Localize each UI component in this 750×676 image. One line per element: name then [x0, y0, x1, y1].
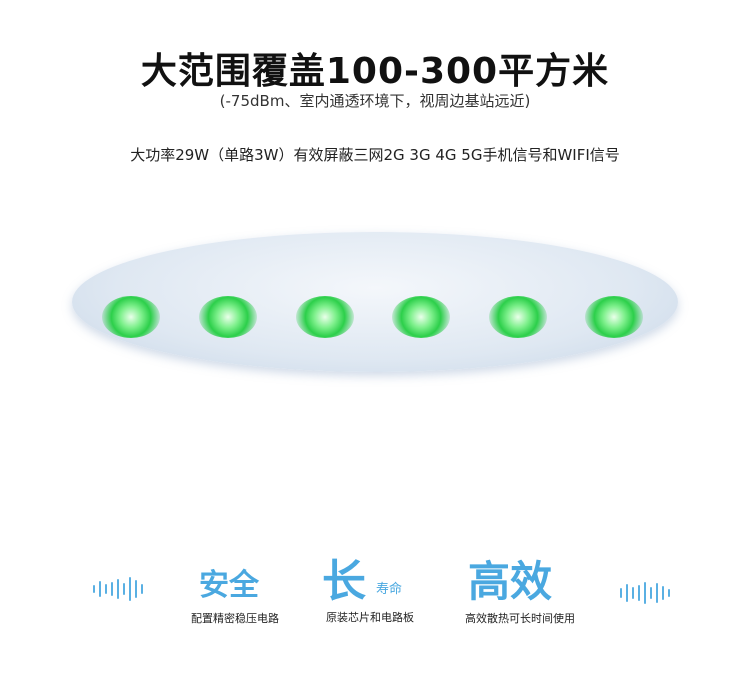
led-indicator — [489, 296, 547, 338]
led-indicator — [585, 296, 643, 338]
led-indicator — [296, 296, 354, 338]
feature-longevity-caption: 原装芯片和电路板 — [326, 611, 414, 624]
led-indicator — [102, 296, 160, 338]
feature-safety-title: 安全 — [199, 568, 259, 603]
feature-efficiency-title: 高效 — [468, 557, 553, 606]
feature-safety-caption: 配置精密稳压电路 — [191, 612, 279, 625]
led-panel — [72, 232, 678, 372]
feature-longevity-title: 长 — [322, 556, 366, 607]
sound-wave-icon — [620, 580, 670, 606]
feature-efficiency-caption: 高效散热可长时间使用 — [465, 612, 575, 625]
led-indicator — [392, 296, 450, 338]
headline: 大范围覆盖100-300平方米 — [140, 51, 610, 92]
description: 大功率29W（单路3W）有效屏蔽三网2G 3G 4G 5G手机信号和WIFI信号 — [130, 146, 620, 164]
led-indicator — [199, 296, 257, 338]
sound-wave-icon — [93, 576, 143, 602]
subtitle: (-75dBm、室内通透环境下，视周边基站远近) — [219, 92, 531, 110]
feature-longevity-suffix: 寿命 — [376, 582, 403, 597]
